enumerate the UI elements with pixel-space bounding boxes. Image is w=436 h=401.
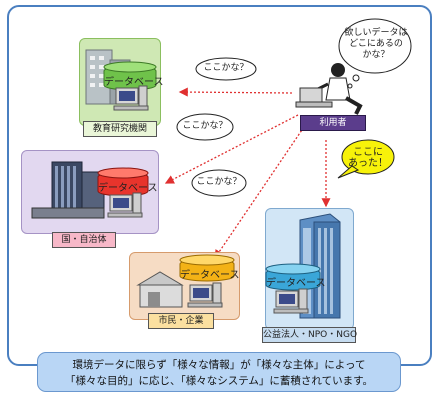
user-thought-bubble: 欲しいデータは どこにあるの かな？ [344, 28, 408, 60]
arrow-to-government [164, 114, 299, 184]
footer-line-1: 環境データに限らず「様々な情報」が「様々な主体」によって [72, 359, 366, 371]
footer-line-2: 「様々な目的」に応じ、「様々なシステム」に蓄積されています。 [64, 375, 374, 387]
government-caption: 国・自治体 [52, 232, 116, 248]
government-db-label: データベース [98, 183, 158, 194]
question-bubble-research: ここかな？ [203, 63, 249, 73]
user-caption: 利用者 [300, 115, 366, 131]
footer-caption: 環境データに限らず「様々な情報」が「様々な主体」によって 「様々な目的」に応じ、… [37, 352, 401, 392]
public-org-db-label: データベース [266, 278, 326, 289]
question-bubble-government: ここかな？ [182, 121, 228, 131]
arrow-to-research [178, 87, 293, 97]
research-db-label: データベース [104, 77, 164, 88]
public-org-caption: 公益法人・NPO・NGO [262, 327, 357, 343]
citizens-caption: 市民・企業 [148, 313, 214, 329]
found-bubble: ここに あった！ [348, 147, 388, 169]
question-bubble-citizens: ここかな？ [196, 177, 242, 187]
research-caption: 教育研究機関 [83, 121, 157, 137]
arrow-to-citizens [214, 123, 307, 260]
citizens-db-label: データベース [180, 270, 240, 281]
